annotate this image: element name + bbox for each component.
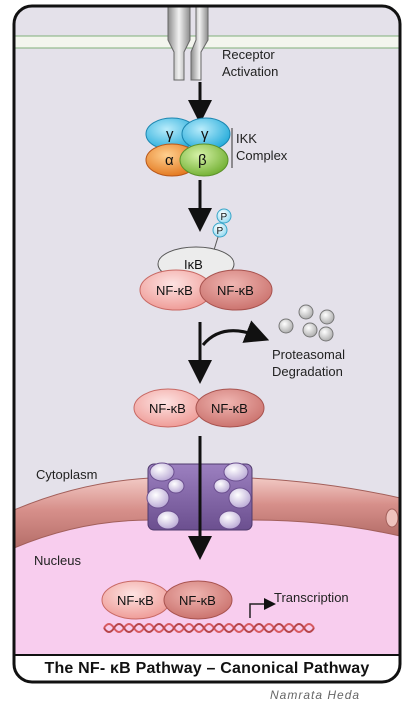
transcription-label: Transcription — [274, 590, 349, 605]
arrow-to-degradation — [201, 320, 270, 346]
nucleus-label: Nucleus — [34, 553, 81, 568]
dna-strand — [103, 623, 315, 633]
proteasomal-line2: Degradation — [272, 364, 343, 379]
phosphate-groups: P P — [212, 208, 232, 251]
ikk-complex: γ γ α β — [145, 117, 231, 177]
nfkb-label: NF-κB — [149, 401, 186, 416]
nfkb-label: NF-κB — [211, 401, 248, 416]
receptor — [167, 5, 209, 81]
nfkb-dimer-cytoplasm: NF-κB NF-κB — [133, 388, 265, 428]
nfkb-label: NF-κB — [217, 283, 254, 298]
ikb-nfkb-complex: IκB NF-κB NF-κB — [139, 246, 273, 311]
title-band — [14, 655, 400, 682]
ikk-complex-label: IKK Complex — [236, 130, 287, 164]
nfkb-dimer-nucleus: NF-κB NF-κB — [101, 580, 233, 620]
ikb-label: IκB — [184, 257, 203, 272]
nfkb-subunit-dark — [199, 269, 273, 311]
receptor-activation-label: Receptor Activation — [222, 46, 278, 80]
author-signature: Namrata Heda — [270, 688, 361, 702]
proteasomal-degradation-label: Proteasomal Degradation — [272, 346, 345, 380]
transcription-start-icon — [249, 598, 276, 618]
cytoplasm-label: Cytoplasm — [36, 467, 98, 482]
nfkb-label: NF-κB — [156, 283, 193, 298]
degradation-fragments — [278, 304, 335, 342]
ikk-label-line1: IKK — [236, 131, 257, 146]
beta-subunit — [179, 143, 229, 177]
gamma-label: γ — [166, 126, 174, 143]
phospho-label: P — [221, 212, 228, 223]
nfkb-label: NF-κB — [117, 593, 154, 608]
nfkb-label: NF-κB — [179, 593, 216, 608]
beta-label: β — [198, 152, 207, 169]
figure-title: The NF- κB Pathway – Canonical Pathway — [44, 660, 370, 677]
gamma-label: γ — [201, 126, 209, 143]
alpha-label: α — [165, 152, 174, 169]
figure-frame — [12, 4, 402, 684]
phospho-label: P — [217, 226, 224, 237]
receptor-label-line2: Activation — [222, 64, 279, 79]
proteasomal-line1: Proteasomal — [272, 347, 345, 362]
ikk-label-line2: Complex — [236, 148, 288, 163]
receptor-label-line1: Receptor — [222, 47, 275, 62]
